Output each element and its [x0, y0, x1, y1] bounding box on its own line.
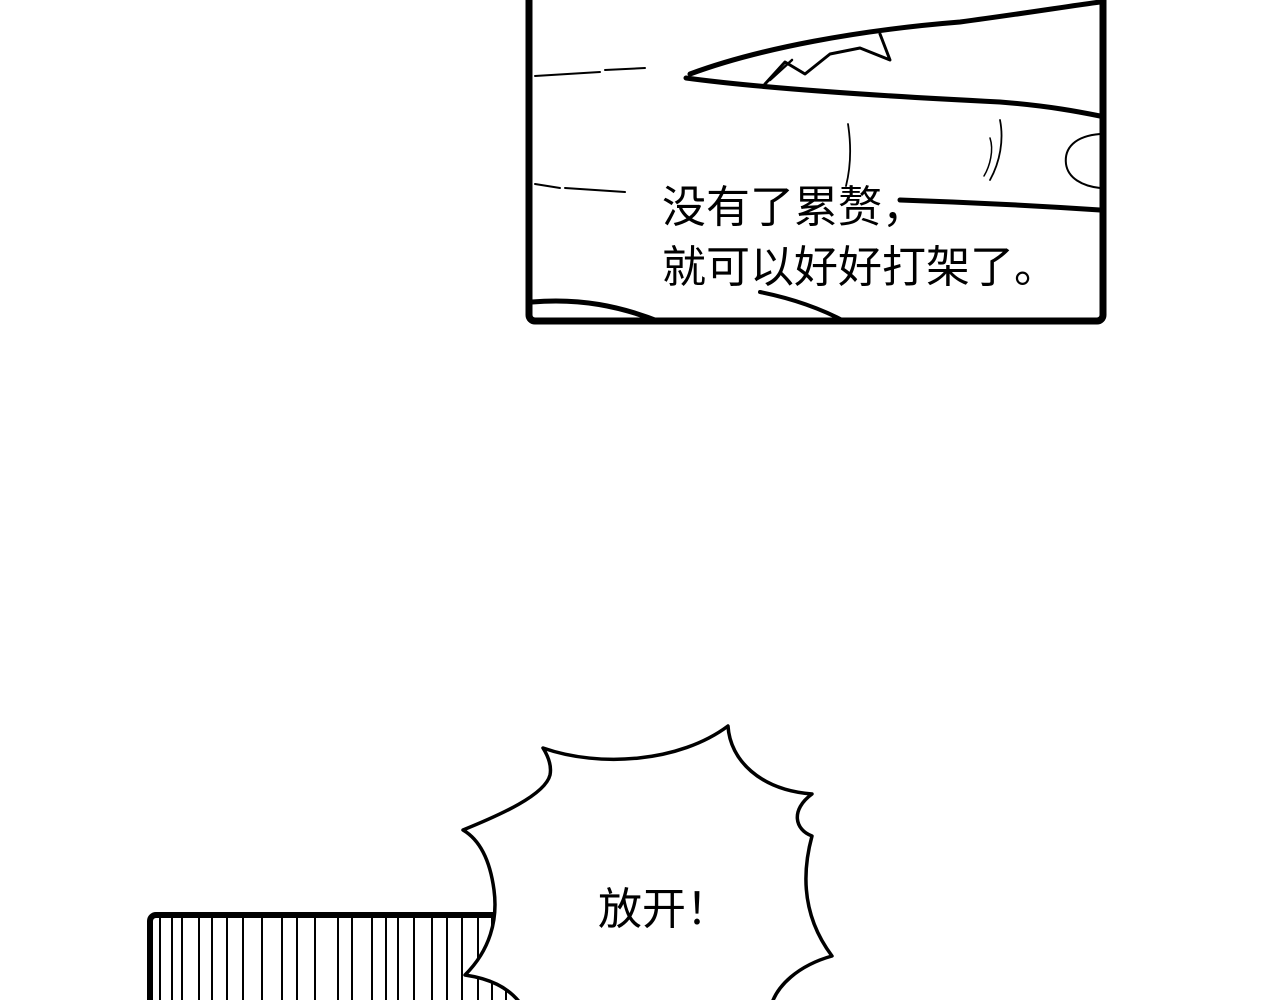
top-panel-frame: [525, 0, 1107, 325]
speech-bubble-text: 放开！: [598, 884, 730, 935]
bottom-stroke-2: [758, 290, 848, 324]
sketch-dash-2: [604, 67, 646, 71]
blade-outline: [687, 0, 1103, 77]
speech-bubble-outline: [461, 724, 834, 1000]
fingernail: [1064, 133, 1101, 189]
sketch-dash-1: [534, 71, 601, 77]
bottom-stroke-1: [529, 298, 663, 325]
caption-line-2: 就可以好好打架了。: [662, 242, 1058, 293]
lower-arm-line: [897, 197, 1103, 213]
finger-line-3: [983, 137, 993, 177]
speech-bubble: 放开！: [461, 724, 834, 1000]
blade-crack-small: [768, 58, 794, 82]
blade-edge: [683, 75, 1103, 119]
top-panel: 没有了累赘， 就可以好好打架了。: [525, 0, 1107, 325]
blade-crack: [763, 32, 892, 86]
sketch-dash-3: [534, 183, 626, 193]
panel-artwork: [529, 0, 1103, 325]
caption: 没有了累赘， 就可以好好打架了。: [662, 182, 1058, 293]
finger-line-2: [989, 119, 1003, 181]
finger-line-1: [845, 123, 852, 187]
caption-line-1: 没有了累赘，: [662, 182, 926, 233]
